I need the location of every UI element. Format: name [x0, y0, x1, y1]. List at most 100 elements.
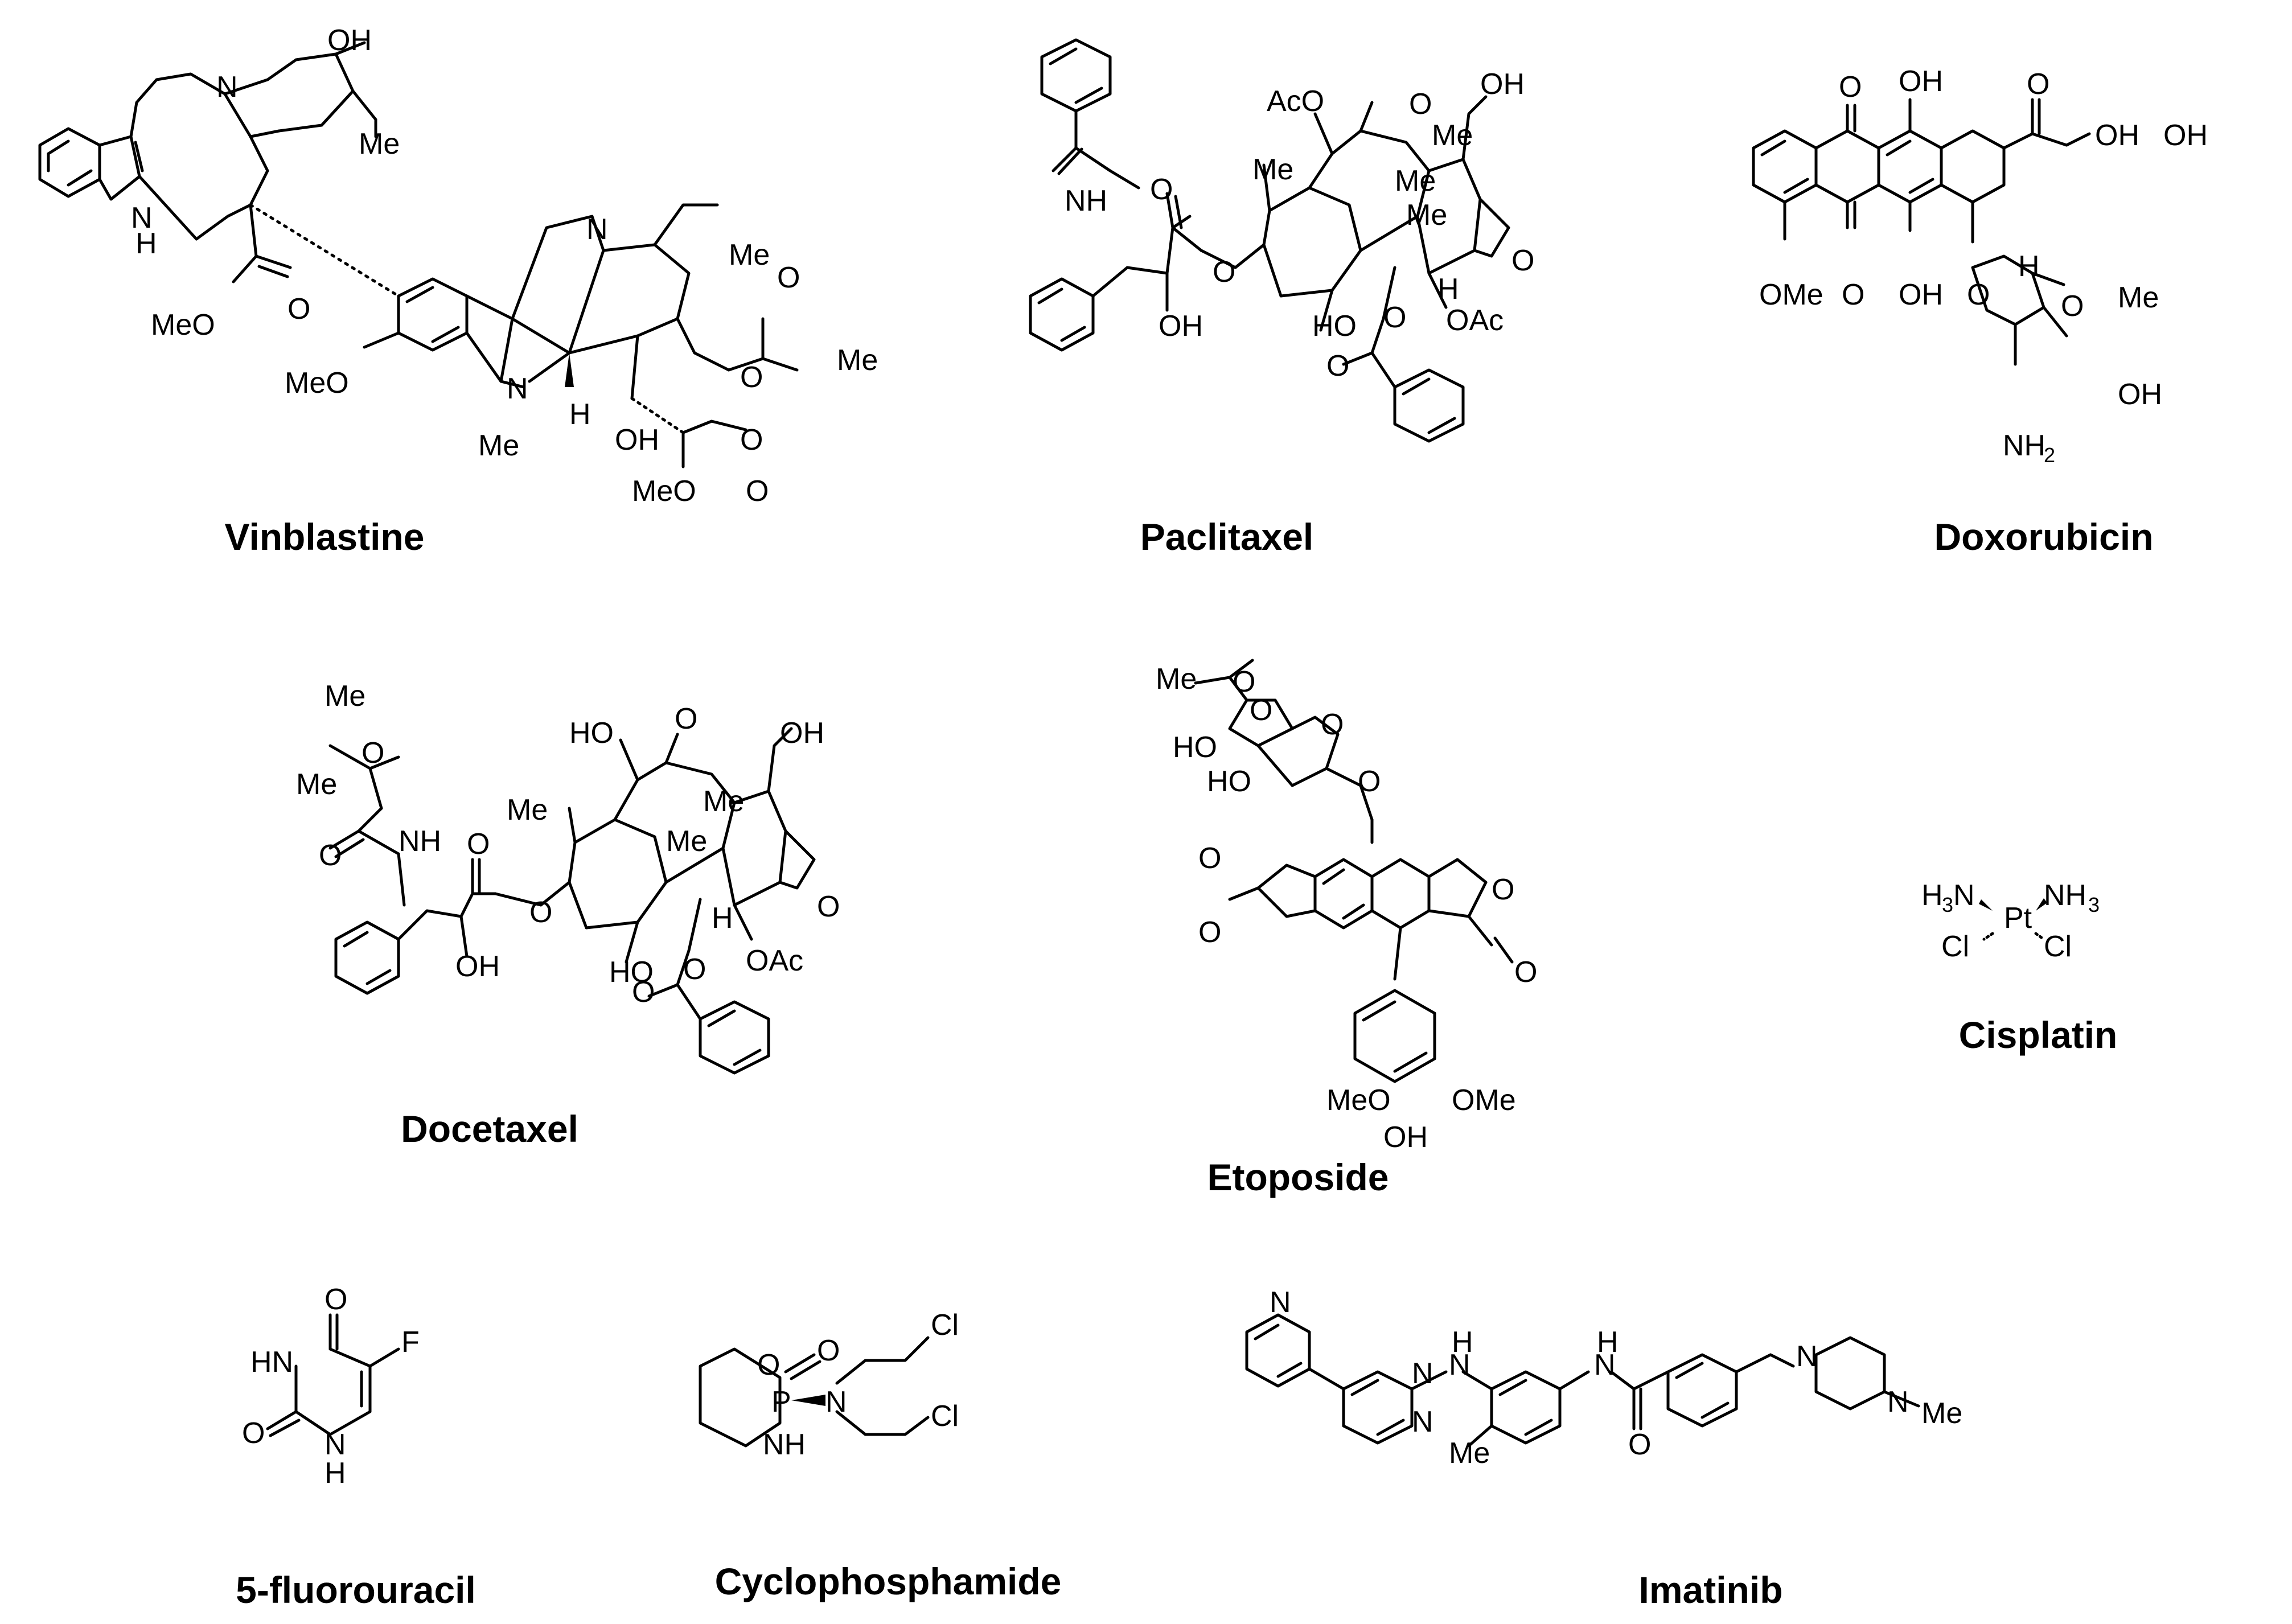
- paclitaxel-atom-label: Me: [1432, 119, 1473, 152]
- vinblastine-atom-label: N: [131, 202, 153, 235]
- fluorouracil-atom-label: HN: [250, 1346, 293, 1379]
- compound-name-docetaxel: Docetaxel: [401, 1108, 578, 1150]
- docetaxel-atom-label: OH: [780, 717, 824, 750]
- docetaxel-atom-label: O: [817, 890, 840, 923]
- paclitaxel-atom-label: NH: [1065, 184, 1107, 217]
- paclitaxel-atom-label: O: [1213, 256, 1235, 289]
- docetaxel-atom-label: Me: [296, 768, 337, 801]
- vinblastine-atom-label: O: [287, 293, 310, 326]
- imatinib-atom-label: Me: [1449, 1437, 1490, 1470]
- etoposide-structure: Me O O HO O HO O O O O O MeO OMe OH Etop…: [1127, 626, 1697, 1224]
- paclitaxel-atom-label: OH: [1480, 68, 1525, 101]
- docetaxel-atom-label: HO: [609, 956, 654, 989]
- etoposide-atom-label: O: [1233, 665, 1255, 698]
- paclitaxel-atom-label: O: [1511, 244, 1534, 277]
- docetaxel-atom-label: Me: [325, 680, 365, 713]
- etoposide-atom-label: O: [1514, 956, 1537, 989]
- vinblastine-atom-label: N: [586, 213, 608, 246]
- cisplatin-atom-label: Pt: [2004, 902, 2032, 935]
- vinblastine-atom-label: Me: [478, 429, 519, 462]
- cyclophosphamide-atom-label: O: [757, 1348, 780, 1382]
- doxorubicin-atom-label: O: [1842, 278, 1864, 311]
- compound-name-cisplatin: Cisplatin: [1958, 1014, 2118, 1056]
- etoposide-atom-label: OH: [1383, 1121, 1428, 1154]
- compound-name-doxorubicin: Doxorubicin: [1934, 516, 2154, 558]
- doxorubicin-atom-label: OH: [2118, 378, 2162, 411]
- doxorubicin-atom-label: O: [1967, 278, 1990, 311]
- fluorouracil-atom-label: O: [242, 1417, 265, 1450]
- docetaxel-atom-label: NH: [399, 825, 441, 858]
- doxorubicin-atom-label: OH: [2095, 119, 2139, 152]
- docetaxel-atom-label: O: [319, 839, 342, 872]
- doxorubicin-atom-label: OH: [1899, 65, 1943, 98]
- etoposide-atom-label: O: [1492, 873, 1514, 906]
- etoposide-atom-label: OMe: [1452, 1084, 1516, 1117]
- fluorouracil-structure: O F HN O N H 5-fluorouracil: [188, 1281, 586, 1622]
- doxorubicin-atom-label: NH: [2003, 429, 2045, 462]
- etoposide-atom-label: HO: [1207, 765, 1251, 798]
- paclitaxel-atom-label: OAc: [1446, 304, 1504, 337]
- fluorouracil-atom-label: O: [325, 1283, 347, 1316]
- paclitaxel-atom-label: AcO: [1267, 85, 1324, 118]
- vinblastine-svg: [38, 41, 799, 468]
- etoposide-atom-label: O: [1358, 765, 1381, 798]
- doxorubicin-atom-label: OH: [2163, 119, 2208, 152]
- paclitaxel-atom-label: O: [1150, 173, 1173, 206]
- paclitaxel-atom-label: H: [1437, 273, 1459, 306]
- etoposide-svg: [1194, 659, 1514, 1083]
- imatinib-atom-label: Me: [1921, 1397, 1962, 1430]
- paclitaxel-svg: [1029, 38, 1510, 443]
- etoposide-atom-label: O: [1198, 916, 1221, 949]
- paclitaxel-atom-label: HO: [1312, 310, 1357, 343]
- docetaxel-atom-label: OH: [455, 950, 500, 983]
- fluorouracil-svg: [266, 1313, 400, 1437]
- doxorubicin-atom-label: O: [2027, 68, 2049, 101]
- imatinib-atom-label: N: [1412, 1405, 1433, 1438]
- cyclophosphamide-svg: [699, 1336, 930, 1448]
- cisplatin-atom-label: H: [1921, 879, 1943, 912]
- cisplatin-atom-label: N: [1953, 879, 1975, 912]
- etoposide-atom-label: O: [1250, 694, 1272, 727]
- vinblastine-atom-label: H: [569, 398, 591, 431]
- compound-name-etoposide: Etoposide: [1207, 1156, 1389, 1198]
- imatinib-atom-label: H: [1597, 1326, 1619, 1359]
- docetaxel-atom-label: O: [529, 896, 552, 929]
- vinblastine-atom-label: N: [216, 71, 238, 104]
- imatinib-svg: [1245, 1313, 1920, 1448]
- vinblastine-atom-label: O: [740, 361, 763, 394]
- docetaxel-atom-label: O: [467, 828, 490, 861]
- fluorouracil-atom-label: H: [325, 1457, 346, 1490]
- docetaxel-structure: Me Me O NH O O O OH HO O OH Me Me Me HO …: [256, 655, 1025, 1167]
- paclitaxel-atom-label: Me: [1395, 165, 1436, 198]
- paclitaxel-atom-label: O: [1326, 350, 1349, 383]
- docetaxel-atom-label: HO: [569, 717, 614, 750]
- fluorouracil-labels: O F HN O N H: [242, 1283, 420, 1490]
- cisplatin-subscript: 3: [1942, 893, 1953, 916]
- vinblastine-atom-label: O: [746, 475, 769, 508]
- fluorouracil-atom-label: F: [401, 1326, 420, 1359]
- doxorubicin-atom-label: O: [1839, 71, 1862, 104]
- etoposide-atom-label: MeO: [1326, 1084, 1391, 1117]
- paclitaxel-atom-label: O: [1409, 88, 1432, 121]
- paclitaxel-structure: NH O O OH AcO O Me Me Me Me OH HO H O OA…: [996, 0, 1679, 558]
- cisplatin-subscript: 3: [2088, 893, 2100, 916]
- etoposide-atom-label: HO: [1173, 731, 1217, 764]
- vinblastine-atom-label: OH: [615, 424, 659, 457]
- paclitaxel-labels: NH O O OH AcO O Me Me Me Me OH HO H O OA…: [1065, 68, 1534, 383]
- imatinib-atom-label: N: [1887, 1385, 1909, 1419]
- etoposide-atom-label: Me: [1156, 663, 1197, 696]
- paclitaxel-atom-label: OH: [1159, 310, 1203, 343]
- docetaxel-atom-label: Me: [507, 794, 548, 827]
- fluorouracil-atom-label: N: [325, 1428, 346, 1461]
- imatinib-atom-label: N: [1796, 1340, 1818, 1373]
- doxorubicin-atom-label: O: [2061, 290, 2084, 323]
- cyclophosphamide-atom-label: Cl: [931, 1309, 959, 1342]
- docetaxel-atom-label: H: [712, 902, 733, 935]
- vinblastine-structure: OH N Me N H MeO O MeO N Me Me N H OH O O…: [0, 0, 968, 558]
- cyclophosphamide-atom-label: Cl: [931, 1400, 959, 1433]
- imatinib-atom-label: O: [1628, 1428, 1651, 1461]
- imatinib-atom-label: N: [1270, 1286, 1291, 1319]
- etoposide-atom-label: O: [1198, 842, 1221, 875]
- docetaxel-atom-label: Me: [666, 825, 707, 858]
